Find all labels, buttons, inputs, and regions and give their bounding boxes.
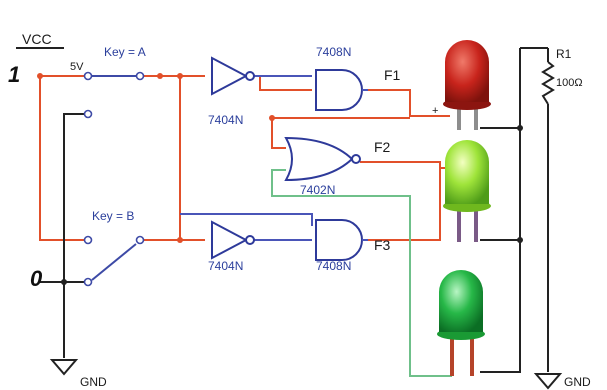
resistor-icon: [541, 61, 555, 105]
green-led-icon: [437, 270, 485, 376]
logic-zero-label: 0: [30, 266, 43, 291]
not-gate-bottom: [211, 220, 255, 260]
key-b-label: Key = B: [92, 209, 134, 223]
switch-b[interactable]: [83, 235, 145, 287]
nor-gate-label: 7402N: [300, 183, 335, 197]
resistor-name-label: R1: [556, 47, 572, 61]
output-f2-label: F2: [374, 139, 391, 155]
gnd-left-label: GND: [80, 375, 107, 389]
and-gate-top-label: 7408N: [316, 45, 351, 59]
and-gate-top: [315, 69, 368, 111]
logic-one-label: 1: [8, 62, 20, 87]
gate-links: [180, 75, 313, 241]
key-a-label: Key = A: [104, 45, 146, 59]
not-gate-top-label: 7404N: [208, 113, 243, 127]
red-led-icon: [443, 40, 491, 130]
voltage-label: 5V: [70, 61, 84, 73]
resistor-value-label: 100Ω: [556, 77, 583, 89]
switch-a[interactable]: [83, 71, 145, 119]
and-gate-bottom-label: 7408N: [316, 259, 351, 273]
ground-icon: [49, 359, 79, 376]
and-gate-bottom: [315, 219, 368, 261]
ground-icon: [533, 373, 563, 390]
not-gate-top: [211, 56, 255, 96]
nor-gate: [284, 136, 361, 182]
vcc-label: VCC: [22, 31, 52, 47]
not-gate-bottom-label: 7404N: [208, 259, 243, 273]
output-f1-label: F1: [384, 67, 401, 83]
lime-led-icon: [443, 140, 491, 242]
nor-feedback-wires: [271, 169, 452, 377]
led-plus-label: +: [432, 105, 438, 117]
output-f3-label: F3: [374, 237, 391, 253]
gnd-right-label: GND: [564, 375, 591, 389]
junction-dots: [37, 73, 523, 285]
